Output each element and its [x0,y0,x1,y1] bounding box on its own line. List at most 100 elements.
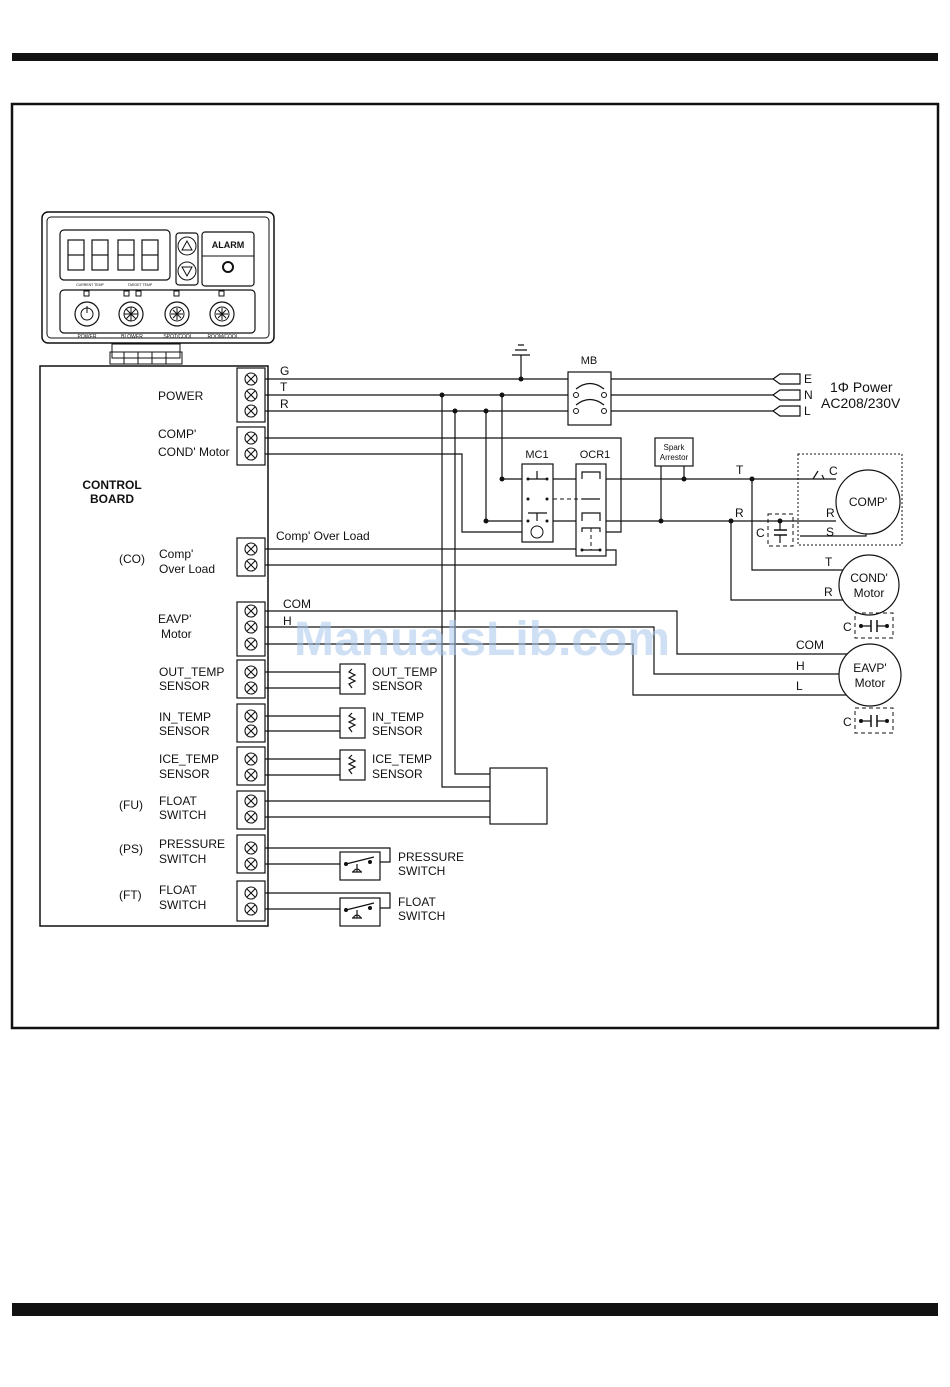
snowflake-icon [214,306,230,322]
comp-r-wire-label: R [735,506,744,520]
board-ice-temp-label: SENSOR [159,767,210,781]
terminal-screw-icon [244,447,258,461]
terminal-screw-icon [244,665,258,679]
terminal-screw-icon [244,857,258,871]
terminal-screw-icon [244,637,258,651]
power-source-title: 1Φ Power [830,379,893,395]
in-temp-sensor-label: SENSOR [372,724,423,738]
comp-capacitor-label: C [756,526,765,540]
compressor-enclosure [797,453,903,546]
overload-relay-ocr1 [553,463,607,557]
terminal-screw-icon [244,810,258,824]
up-arrow-icon [181,239,193,251]
ocr1-label: OCR1 [580,449,611,461]
room-cool-button-label: ROOM/COOL [207,334,238,340]
eavp-motor-label: Motor [855,676,886,690]
terminal-screw-icon [244,542,258,556]
spark-arrestor-label: Spark [664,443,686,452]
display-panel: CURRENT TEMP TARGET TEMP ALARM [41,211,275,365]
thermistor-icon [347,668,357,689]
junction-dots [439,376,783,524]
board-comp-overload-label: Comp' [159,547,193,561]
pressure-switch-label: SWITCH [398,864,445,878]
control-board [39,365,269,927]
terminal-screw-icon [244,604,258,618]
watermark-logo: ManualsLib.com [294,613,670,666]
comp-t-label: T [736,463,744,477]
eavp-h-label: H [796,659,805,673]
alarm-box [201,231,255,287]
alarm-indicator-icon [222,261,234,273]
terminal-screws [244,372,258,916]
terminal-screw-icon [244,902,258,916]
cond-motor [838,554,900,616]
power-button[interactable] [74,301,100,327]
out-temp-sensor-label: SENSOR [372,679,423,693]
board-power-label: POWER [158,389,204,403]
cond-capacitor-label: C [843,620,852,634]
board-eavp-motor-label: Motor [161,627,192,641]
blower-button[interactable] [118,301,144,327]
diagram-frame [10,102,940,1030]
ice-temp-sensor-label: ICE_TEMP [372,752,432,766]
board-out-temp-label: OUT_TEMP [159,665,224,679]
switch-icon [345,902,375,919]
float-switch [339,897,381,927]
comp-c-label: C [829,464,838,478]
compressor-label: COMP' [849,495,887,509]
terminal-screw-icon [244,620,258,634]
terminal-screw-icon [244,768,258,782]
wire-r-label: R [280,397,289,411]
compressor-motor [835,469,901,535]
room-cool-button[interactable] [209,301,235,327]
cond-t-label: T [825,555,833,569]
board-pressure-switch-label: SWITCH [159,852,206,866]
wire-t-label: T [280,380,288,394]
board-in-temp-label: SENSOR [159,724,210,738]
main-breaker-mb [567,371,612,426]
terminal-screw-icon [244,724,258,738]
board-float-switch-label: SWITCH [159,898,206,912]
comp-overload-wire-label: Comp' Over Load [276,529,370,543]
comp-capacitor [767,513,794,547]
panel-connector [111,343,181,359]
ps-code: (PS) [119,842,143,856]
cond-capacitor [854,612,894,639]
cond-r-label: R [824,585,833,599]
spark-arrestor [654,437,694,467]
comp-r-label: R [826,506,835,520]
snowflake-icon [169,306,185,322]
ft-code: (FT) [119,888,142,902]
cond-motor-label: COND' [850,571,888,585]
spot-cool-button[interactable] [164,301,190,327]
spark-arrestor-label: Arrestor [660,453,689,462]
float-switch-label: SWITCH [398,909,445,923]
float-switch-label: FLOAT [398,895,436,909]
terminal-screw-icon [244,388,258,402]
pressure-switch-label: PRESSURE [398,850,464,864]
power-source-spec: AC208/230V [821,395,901,411]
board-comp-label: COMP' [158,427,196,441]
terminal-screw-icon [244,794,258,808]
power-n-label: N [804,388,813,402]
wire-g-label: G [280,364,289,378]
in-temp-sensor [339,707,366,739]
mc1-label: MC1 [525,449,548,461]
co-code: (CO) [119,552,145,566]
terminal-screw-icon [244,709,258,723]
pressure-switch [339,851,381,881]
up-button[interactable] [175,232,199,286]
cond-motor-label: Motor [854,586,885,600]
terminal-screw-icon [244,404,258,418]
thermal-protector-icon [812,470,825,480]
thermistor-icon [347,712,357,733]
ice-temp-sensor-label: SENSOR [372,767,423,781]
terminal-screw-icon [244,431,258,445]
float-switch-box [489,767,548,825]
power-e-label: E [804,372,812,386]
out-temp-sensor-label: OUT_TEMP [372,665,437,679]
seven-segment-digits [67,239,159,271]
target-temp-label: TARGET TEMP [128,283,153,287]
out-temp-sensor [339,663,366,695]
